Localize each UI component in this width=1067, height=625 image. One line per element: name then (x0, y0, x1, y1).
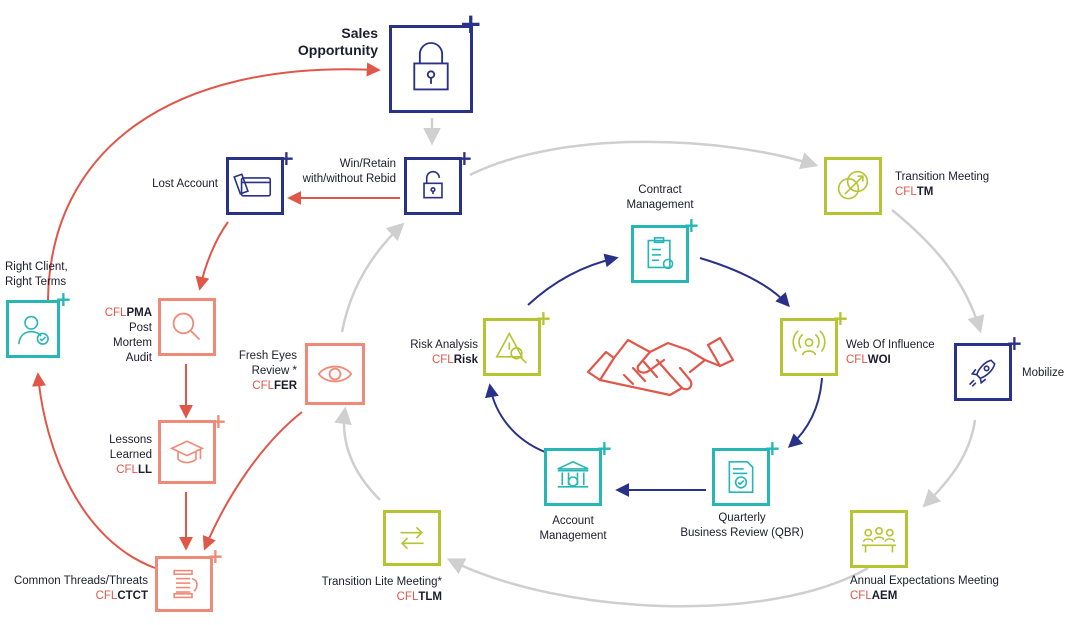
clipboard-icon (647, 237, 674, 270)
right-client-label: Right Client, Right Terms (5, 261, 68, 288)
lost-account-plus-icon[interactable]: + (278, 146, 295, 170)
lost-account-label: Lost Account (152, 178, 218, 190)
sales-opportunity-node[interactable] (389, 25, 473, 113)
lost-account-node[interactable] (226, 157, 284, 215)
arrow-ctct-to-right-client (32, 372, 156, 569)
woi-label: Web Of Influence CFLWOI (846, 339, 935, 366)
swap-arrows-icon (400, 526, 424, 550)
arrow-contract-to-woi (699, 257, 790, 308)
user-check-icon (17, 315, 49, 345)
graduation-cap-icon (169, 440, 205, 464)
qbr-plus-icon[interactable]: + (764, 436, 781, 460)
arrow-fer-to-ctct (202, 411, 303, 551)
arrow-lost-to-pma (195, 221, 229, 291)
right-client-node[interactable] (6, 300, 60, 358)
arrow-tm-to-mobilize (891, 209, 985, 334)
win-retain-node[interactable] (404, 157, 462, 215)
sales-opportunity-plus-icon[interactable]: + (459, 7, 483, 40)
bank-icon (557, 460, 589, 488)
unlock-icon (423, 170, 443, 199)
broadcast-person-icon (792, 330, 826, 356)
mobilize-label: Mobilize (1022, 367, 1065, 379)
aem-label: Annual Expectations Meeting CFLAEM (850, 575, 999, 602)
contract-plus-icon[interactable]: + (683, 213, 700, 237)
rocket-icon (968, 359, 996, 387)
lessons-learned-plus-icon[interactable]: + (210, 409, 227, 433)
win-retain-label: Win/Retain with/without Rebid (302, 158, 396, 185)
win-retain-plus-icon[interactable]: + (456, 146, 473, 170)
arrow-account-to-risk (485, 383, 546, 453)
risk-plus-icon[interactable]: + (535, 306, 552, 330)
right-client-plus-icon[interactable]: + (55, 287, 72, 311)
arrow-woi-to-qbr (787, 377, 823, 448)
fer-node[interactable] (305, 343, 365, 405)
lessons-learned-node[interactable] (158, 420, 216, 484)
warning-magnifier-icon (495, 331, 527, 364)
arrow-aem-to-tlm (446, 558, 869, 608)
arrow-right-client-to-sales (47, 62, 381, 301)
mobilize-plus-icon[interactable]: + (1006, 331, 1023, 355)
arrow-risk-to-contract (527, 253, 619, 306)
credit-card-icon (233, 173, 272, 197)
pma-node[interactable] (158, 298, 216, 356)
fer-label: Fresh Eyes Review * CFLFER (238, 350, 297, 392)
contract-label: Contract Management (626, 184, 694, 211)
circles-arrow-icon (837, 170, 869, 200)
tm-label: Transition Meeting CFLTM (895, 171, 990, 198)
qbr-label: Quarterly Business Review (QBR) (680, 512, 804, 539)
pma-label: CFLPMA Post Mortem Audit (104, 307, 152, 364)
eye-icon (317, 365, 353, 383)
arrow-fer-to-win (340, 222, 405, 333)
aem-node[interactable] (850, 510, 908, 568)
arrow-win-to-tm (469, 140, 819, 177)
lessons-learned-label: Lessons Learned CFLLL (109, 434, 152, 476)
sales-opportunity-label: Sales Opportunity (297, 25, 378, 58)
risk-label: Risk Analysis CFLRisk (410, 339, 478, 366)
ctct-node[interactable] (155, 556, 213, 612)
arrow-mobilize-to-aem (922, 419, 977, 508)
meeting-table-icon (861, 526, 897, 553)
woi-node[interactable] (780, 318, 838, 376)
tm-node[interactable] (824, 157, 882, 215)
account-management-node[interactable] (544, 448, 602, 506)
woi-plus-icon[interactable]: + (832, 306, 849, 330)
ctct-label: Common Threads/Threats CFLCTCT (13, 575, 148, 602)
account-management-label: Account Management (539, 515, 607, 542)
contract-node[interactable] (631, 225, 689, 283)
thread-spool-icon (173, 569, 198, 599)
lock-icon (413, 42, 449, 91)
handshake-icon (586, 336, 735, 397)
mobilize-node[interactable] (954, 343, 1012, 401)
account-management-plus-icon[interactable]: + (596, 436, 613, 460)
tlm-label: Transition Lite Meeting* CFLTLM (321, 576, 442, 603)
qbr-node[interactable] (712, 448, 770, 506)
risk-node[interactable] (483, 318, 541, 376)
magnifier-icon (172, 312, 201, 341)
tlm-node[interactable] (383, 510, 441, 566)
arrow-tlm-to-fer (334, 406, 381, 501)
ctct-plus-icon[interactable]: + (207, 544, 224, 568)
document-check-icon (728, 460, 754, 494)
